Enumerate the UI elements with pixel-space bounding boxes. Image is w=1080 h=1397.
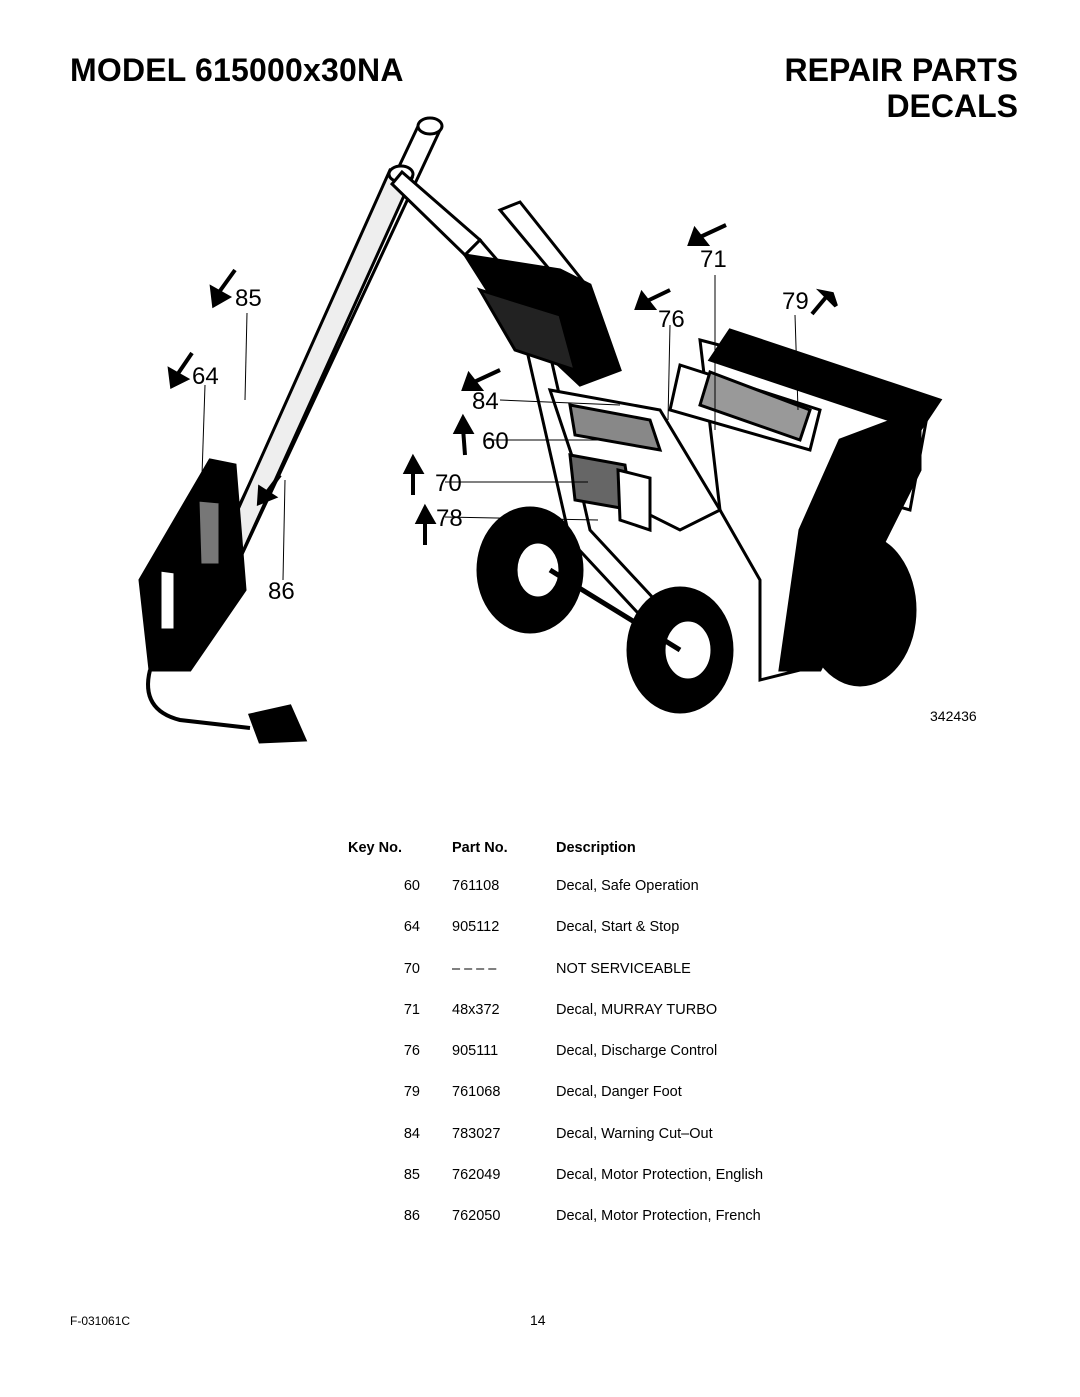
description: Decal, Motor Protection, English [556,1167,764,1184]
callout-70: 70 [435,470,462,497]
snow-thrower-decal-diagram: 85 64 71 79 76 84 60 70 78 86 342436 [120,110,1020,750]
description: Decal, Start & Stop [556,919,680,936]
key-no: 84 [403,1125,420,1142]
header-description: Description [556,840,636,856]
description: Decal, Motor Protection, French [556,1208,761,1225]
description: Decal, Discharge Control [556,1043,718,1060]
callout-71: 71 [700,246,727,273]
table-row: 70 – – – – NOT SERVICEABLE [330,961,790,1002]
parts-table-header: Key No. Part No. Description [330,838,790,878]
description: Decal, Safe Operation [556,878,699,894]
part-no: 762049 [452,1167,501,1184]
key-no: 76 [403,1043,420,1060]
callout-78: 78 [436,505,463,532]
description: Decal, MURRAY TURBO [556,1001,718,1018]
callout-60: 60 [482,428,509,455]
table-row: 85 762049 Decal, Motor Protection, Engli… [330,1167,790,1208]
part-no: 783027 [452,1125,501,1142]
table-row: 79 761068 Decal, Danger Foot [330,1084,790,1125]
parts-table: Key No. Part No. Description 60 761108 D… [330,838,790,1250]
callout-76: 76 [658,306,685,333]
key-no: 85 [403,1167,420,1184]
table-row: 86 762050 Decal, Motor Protection, Frenc… [330,1208,790,1249]
callout-64: 64 [192,363,219,390]
form-code: F-031061C [70,1314,131,1328]
description: NOT SERVICEABLE [556,960,691,977]
callout-arrows [167,223,838,545]
description: Decal, Danger Foot [556,1084,682,1101]
table-row: 71 48x372 Decal, MURRAY TURBO [330,1002,790,1043]
key-no: 71 [403,1001,420,1018]
drawing-number: 342436 [930,708,977,724]
table-row: 84 783027 Decal, Warning Cut–Out [330,1126,790,1167]
table-row: 60 761108 Decal, Safe Operation [330,878,790,919]
key-no: 86 [403,1208,420,1225]
part-no: 762050 [452,1208,501,1225]
model-title: MODEL 615000x30NA [70,52,404,88]
part-no: – – – – [452,960,497,977]
auger-housing [547,328,943,687]
callout-85: 85 [235,285,262,312]
callout-leaders [201,275,799,581]
part-no: 905111 [452,1043,499,1060]
section-title: REPAIR PARTS DECALS [785,52,1019,124]
key-no: 79 [403,1084,420,1101]
part-no: 761108 [452,878,500,894]
key-no: 64 [403,919,420,936]
section-title-line1: REPAIR PARTS [784,52,1019,88]
key-no: 60 [403,878,420,894]
part-no: 905112 [452,919,500,936]
callout-84: 84 [472,388,499,415]
description: Decal, Warning Cut–Out [556,1125,713,1142]
upper-shroud [461,252,622,387]
handle-grip [138,458,308,744]
callout-79: 79 [782,288,809,315]
header-part-no: Part No. [452,840,508,856]
part-no: 761068 [452,1084,501,1101]
key-no: 70 [403,960,420,977]
table-row: 64 905112 Decal, Start & Stop [330,919,790,960]
wheels [476,506,734,714]
header-key-no: Key No. [348,840,402,856]
part-no: 48x372 [452,1001,500,1018]
page-number: 14 [530,1312,546,1328]
snow-thrower-illustration [138,116,943,744]
table-row: 76 905111 Decal, Discharge Control [330,1043,790,1084]
callout-86: 86 [268,578,295,605]
section-title-line2: DECALS [886,88,1018,124]
